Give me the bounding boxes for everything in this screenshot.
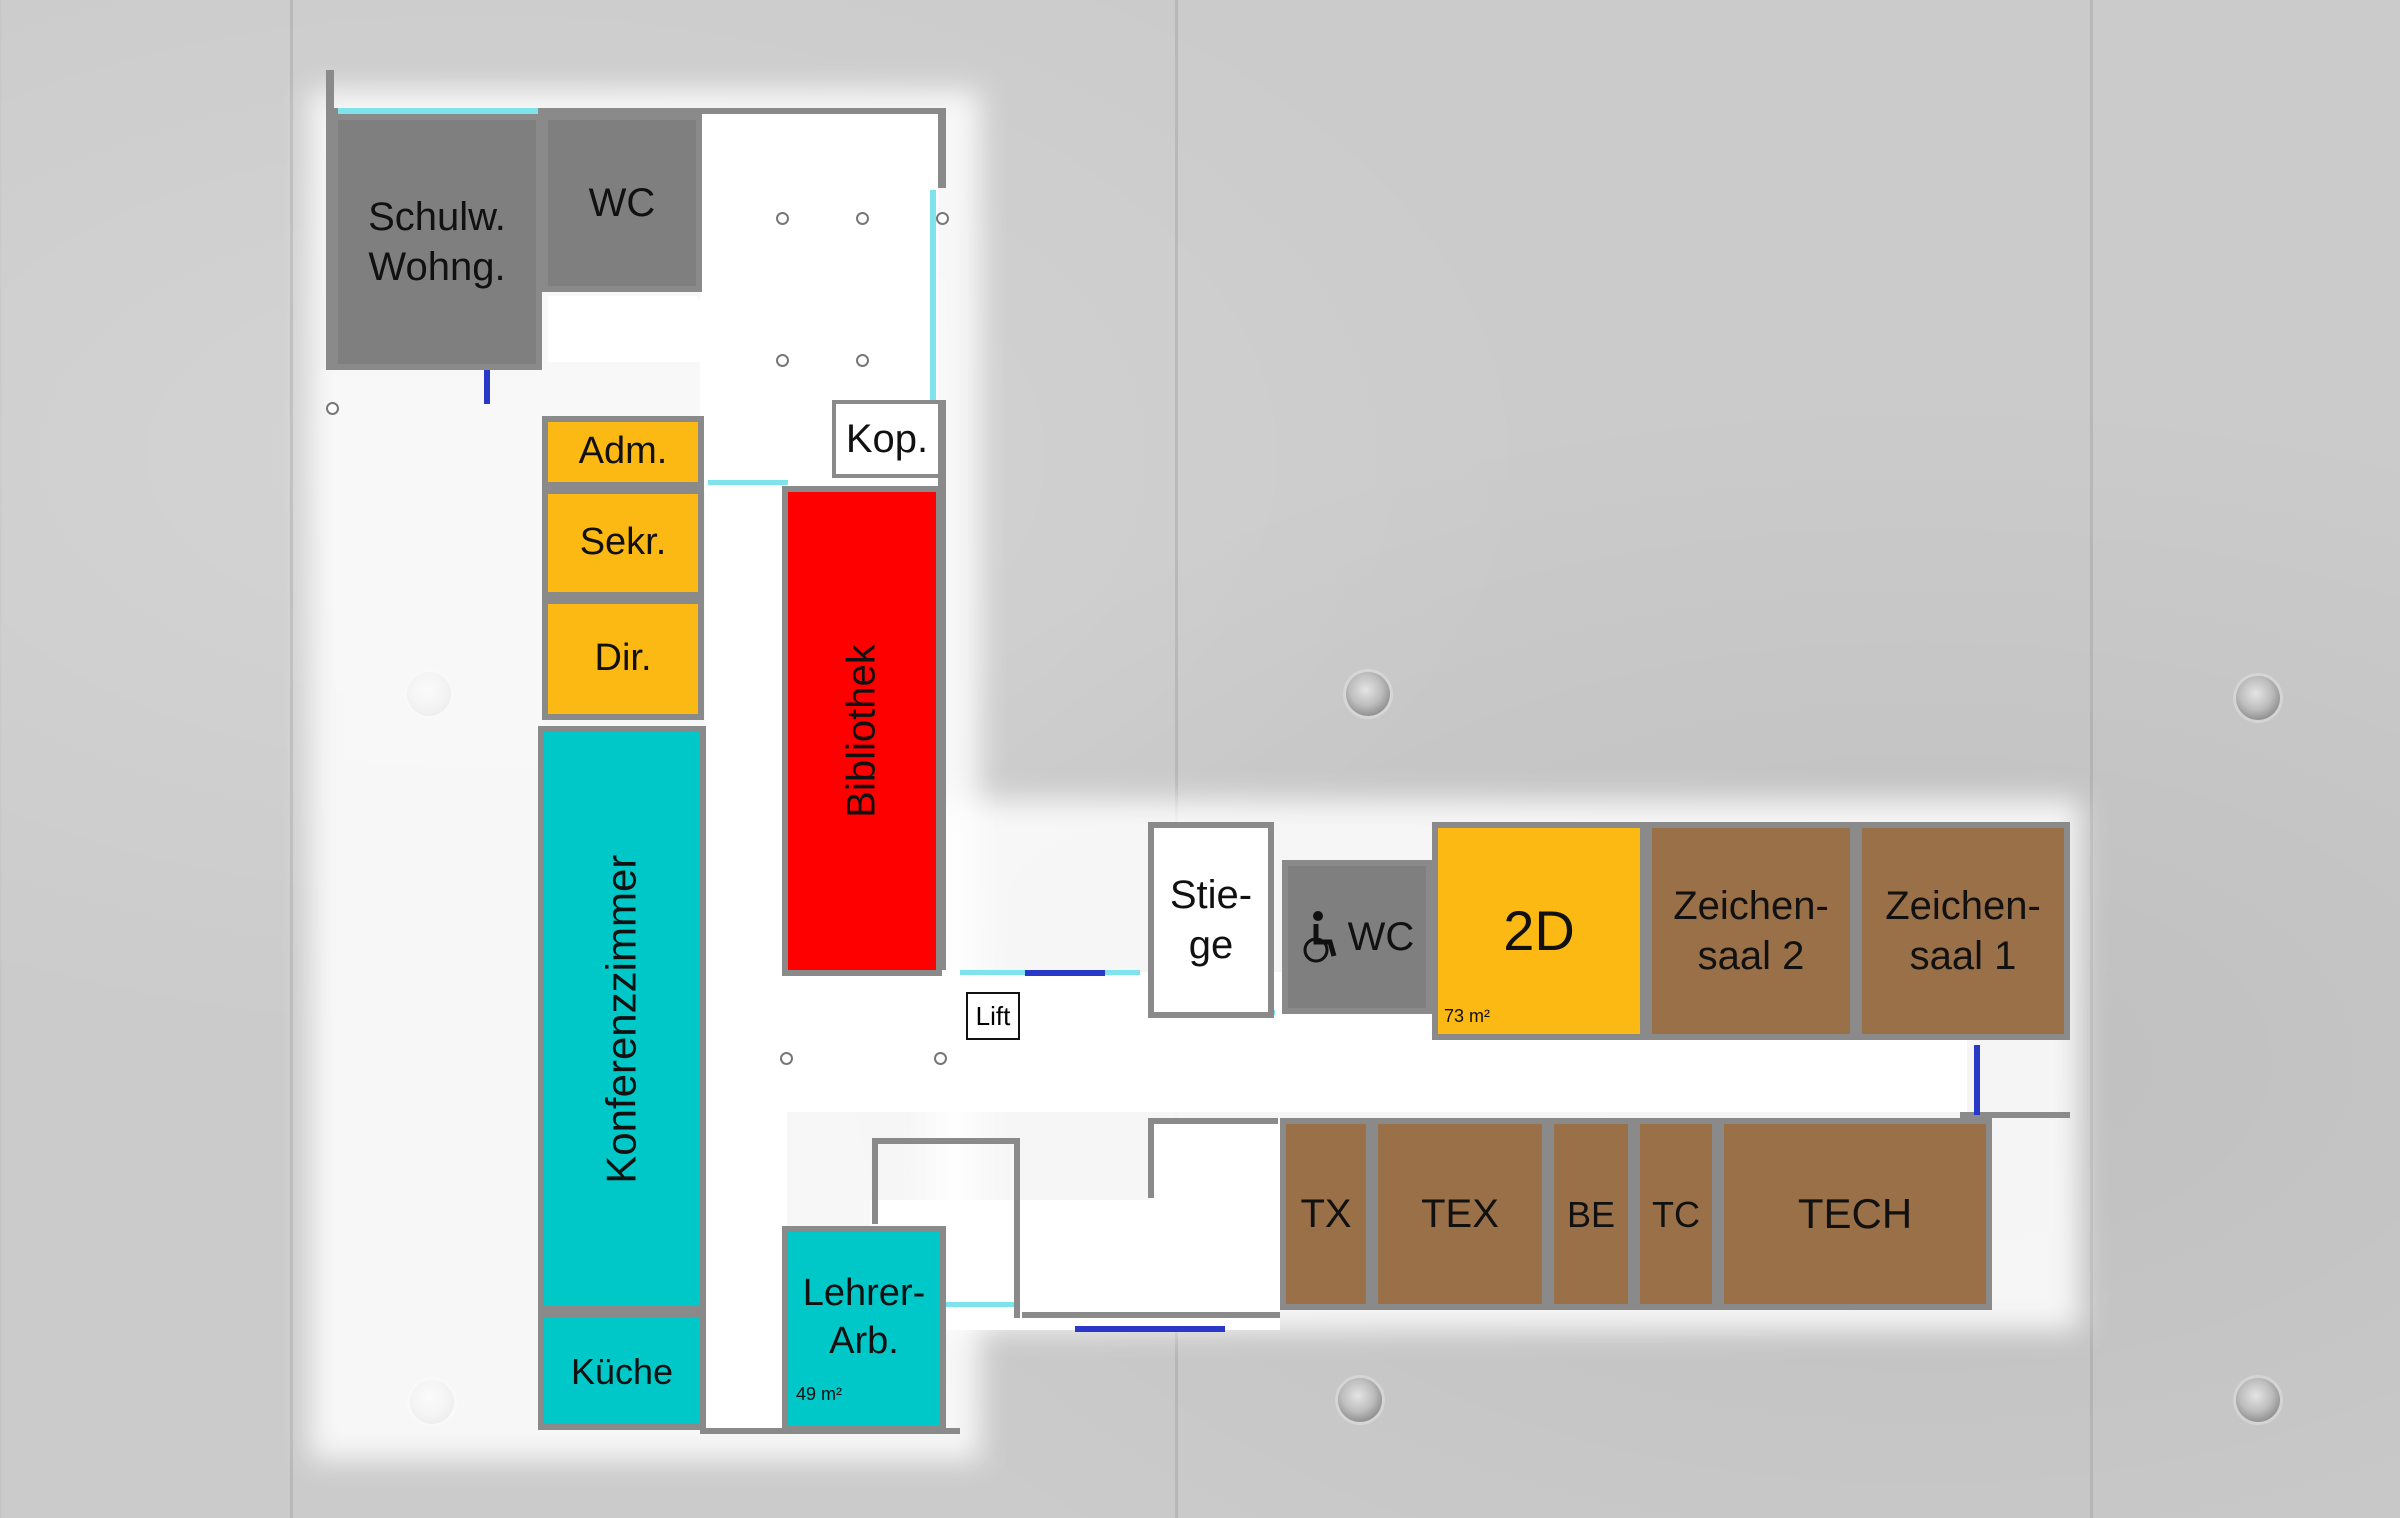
room-area-label: 49 m²	[796, 1384, 843, 1404]
room-wc-accessible[interactable]: WC	[1282, 860, 1432, 1014]
room-label: Zeichen- saal 1	[1885, 884, 2041, 978]
room-konferenzzimmer[interactable]: Konferenzzimmer	[538, 726, 706, 1312]
window	[940, 1302, 1018, 1307]
column	[856, 354, 869, 367]
corridor-west	[705, 480, 787, 1430]
wall	[938, 400, 946, 970]
wall	[1022, 1312, 1280, 1318]
service-passage	[548, 296, 698, 352]
concrete-seam	[1175, 0, 1178, 1518]
room-stiege[interactable]: Stie- ge	[1148, 822, 1274, 1018]
wall	[326, 70, 334, 370]
room-tc[interactable]: TC	[1634, 1118, 1718, 1310]
wall	[1148, 1118, 1154, 1198]
formwork-tie-hole	[1346, 672, 1390, 716]
room-direktion[interactable]: Dir.	[542, 598, 704, 720]
window	[338, 108, 538, 114]
room-wc-top[interactable]: WC	[542, 114, 702, 292]
room-label: Kop.	[845, 417, 929, 461]
concrete-seam	[290, 0, 293, 1518]
room-adm[interactable]: Adm.	[542, 416, 704, 488]
room-label: Lehrer- Arb.	[802, 1272, 926, 1362]
formwork-tie-hole	[2236, 1378, 2280, 1422]
column	[934, 1052, 947, 1065]
door	[1974, 1045, 1980, 1115]
room-tx[interactable]: TX	[1280, 1118, 1372, 1310]
room-kopierraum[interactable]: Kop.	[832, 400, 942, 478]
room-label: TEX	[1421, 1192, 1499, 1236]
room-label: Stie- ge	[1169, 873, 1253, 967]
room-label: Sekr.	[579, 521, 667, 564]
room-label: WC	[588, 181, 656, 225]
room-lehrer-arbeitsraum[interactable]: Lehrer- Arb.	[782, 1226, 946, 1432]
wheelchair-icon	[1303, 911, 1337, 963]
lift[interactable]: Lift	[966, 992, 1020, 1040]
wall	[326, 108, 946, 114]
room-kueche[interactable]: Küche	[538, 1312, 706, 1430]
room-label: Bibliothek	[840, 644, 884, 818]
room-label: BE	[1566, 1193, 1616, 1235]
door	[484, 360, 490, 404]
concrete-seam	[2090, 0, 2093, 1518]
room-bibliothek[interactable]: Bibliothek	[782, 486, 942, 976]
formwork-tie-hole	[2236, 676, 2280, 720]
wall	[1960, 1112, 2070, 1118]
room-2d[interactable]: 2D	[1432, 822, 1646, 1040]
window	[708, 480, 788, 485]
room-be[interactable]: BE	[1548, 1118, 1634, 1310]
column	[780, 1052, 793, 1065]
room-label: TECH	[1797, 1189, 1913, 1237]
wall	[1148, 1118, 1278, 1124]
room-tex[interactable]: TEX	[1372, 1118, 1548, 1310]
room-schulwart-wohnung[interactable]: Schulw. Wohng.	[332, 114, 542, 370]
formwork-tie-hole	[1338, 1378, 1382, 1422]
wall	[1014, 1138, 1020, 1318]
door	[1025, 970, 1105, 976]
window	[930, 190, 936, 400]
room-label: Zeichen- saal 2	[1673, 884, 1829, 978]
column	[856, 212, 869, 225]
wall	[872, 1138, 1014, 1144]
column	[936, 212, 949, 225]
room-label: Schulw. Wohng.	[368, 195, 506, 289]
room-label: Küche	[570, 1350, 674, 1392]
door	[1075, 1326, 1225, 1332]
room-sekretariat[interactable]: Sekr.	[542, 488, 704, 598]
room-label: Dir.	[594, 637, 652, 680]
room-label: Konferenzzimmer	[597, 854, 645, 1184]
column	[326, 402, 339, 415]
room-label: WC	[1347, 915, 1415, 959]
column	[776, 354, 789, 367]
room-label: TX	[1300, 1192, 1352, 1236]
room-label: TC	[1652, 1193, 1700, 1235]
room-label: Adm.	[578, 430, 668, 473]
corridor-south-east	[1150, 1120, 1280, 1320]
column	[776, 212, 789, 225]
room-zeichensaal-2[interactable]: Zeichen- saal 2	[1646, 822, 1856, 1040]
wall	[872, 1138, 878, 1224]
room-area-label: 73 m²	[1444, 1006, 1491, 1026]
room-label: 2D	[1503, 899, 1575, 962]
room-tech[interactable]: TECH	[1718, 1118, 1992, 1310]
wall	[938, 108, 946, 188]
room-zeichensaal-1[interactable]: Zeichen- saal 1	[1856, 822, 2070, 1040]
lift-label: Lift	[975, 1000, 1011, 1031]
